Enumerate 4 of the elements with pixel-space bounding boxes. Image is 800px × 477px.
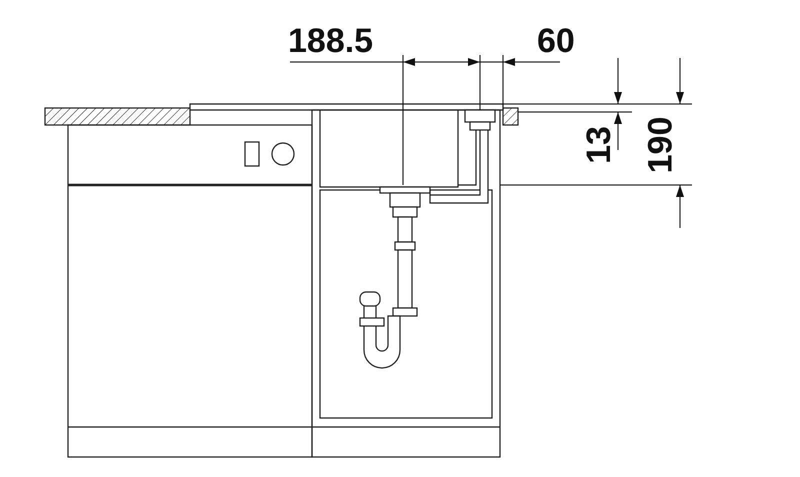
- dimension-label: 188.5: [288, 24, 374, 58]
- dimension-label: 60: [537, 24, 575, 58]
- dimension-label: 13: [582, 126, 616, 164]
- dimension-label: 190: [643, 116, 678, 174]
